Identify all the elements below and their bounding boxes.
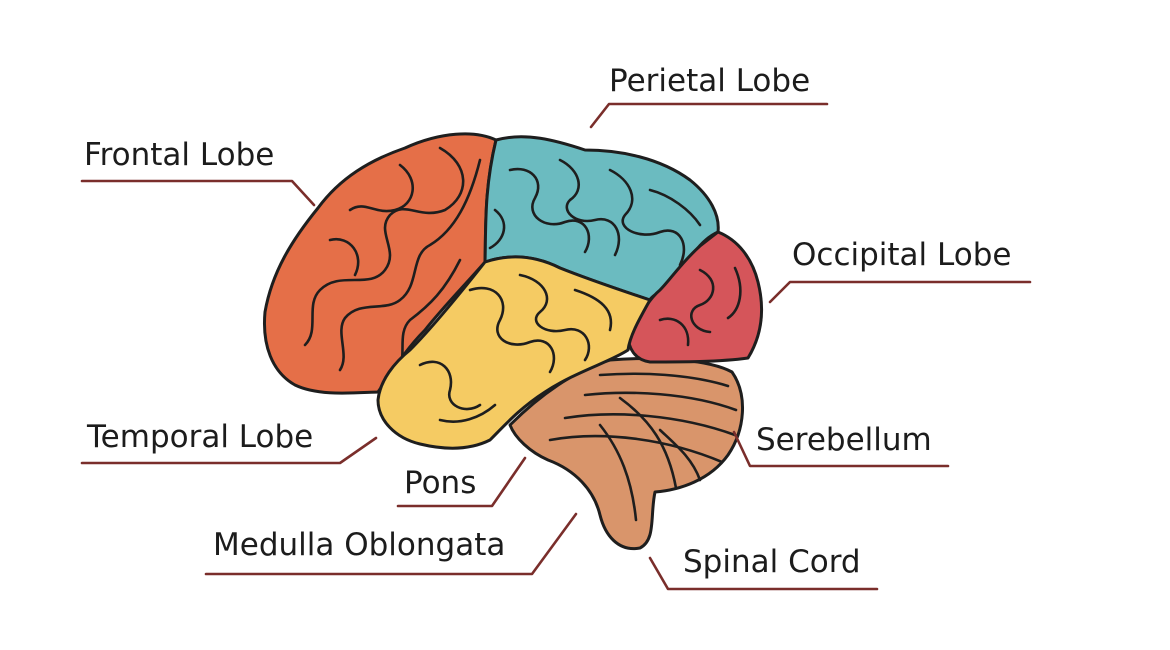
frontal-lobe-label: Frontal Lobe — [84, 137, 275, 173]
pons-label: Pons — [404, 465, 477, 501]
cerebellum-folia — [548, 372, 738, 522]
cerebellum-leader-line — [732, 430, 950, 468]
medulla-leader-line — [204, 512, 578, 576]
spinal-cord-leader-line — [648, 556, 879, 591]
parietal-lobe-gyri — [488, 158, 702, 267]
temporal-leader-line — [80, 436, 378, 465]
temporal-lobe-label: Temporal Lobe — [87, 419, 314, 455]
temporal-lobe-gyri — [418, 273, 613, 423]
occipital-lobe-gyri — [658, 266, 742, 347]
frontal-leader-line — [80, 179, 316, 207]
spinal-cord-label: Spinal Cord — [683, 544, 861, 580]
pons-leader-line — [396, 456, 527, 508]
cerebellum-region — [508, 357, 744, 551]
medulla-oblongata-label: Medulla Oblongata — [213, 527, 506, 563]
parietal-leader-line — [589, 102, 829, 129]
leader-lines — [80, 102, 1032, 591]
occipital-lobe-label: Occipital Lobe — [792, 237, 1012, 273]
occipital-leader-line — [768, 280, 1032, 304]
occipital-lobe-region — [626, 230, 764, 364]
temporal-lobe-region — [376, 255, 652, 450]
parietal-lobe-label: Perietal Lobe — [609, 63, 811, 99]
cerebellum-label: Serebellum — [756, 422, 932, 458]
